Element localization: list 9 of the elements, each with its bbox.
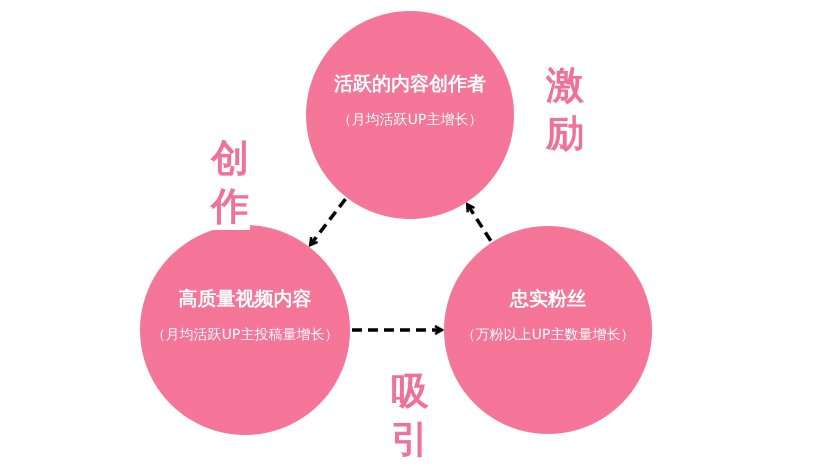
node-title: 活跃的内容创作者 — [334, 72, 486, 97]
arrow — [466, 202, 492, 242]
node-title: 忠实粉丝 — [510, 287, 586, 312]
arrow — [308, 198, 347, 246]
node-title: 高质量视频内容 — [178, 287, 312, 312]
node-subtitle: （月均活跃UP主投稿量增长） — [152, 326, 338, 344]
arrow — [352, 324, 444, 336]
node-subtitle: （万粉以上UP主数量增长） — [462, 326, 634, 344]
node-subtitle: （月均活跃UP主增长） — [338, 111, 482, 129]
